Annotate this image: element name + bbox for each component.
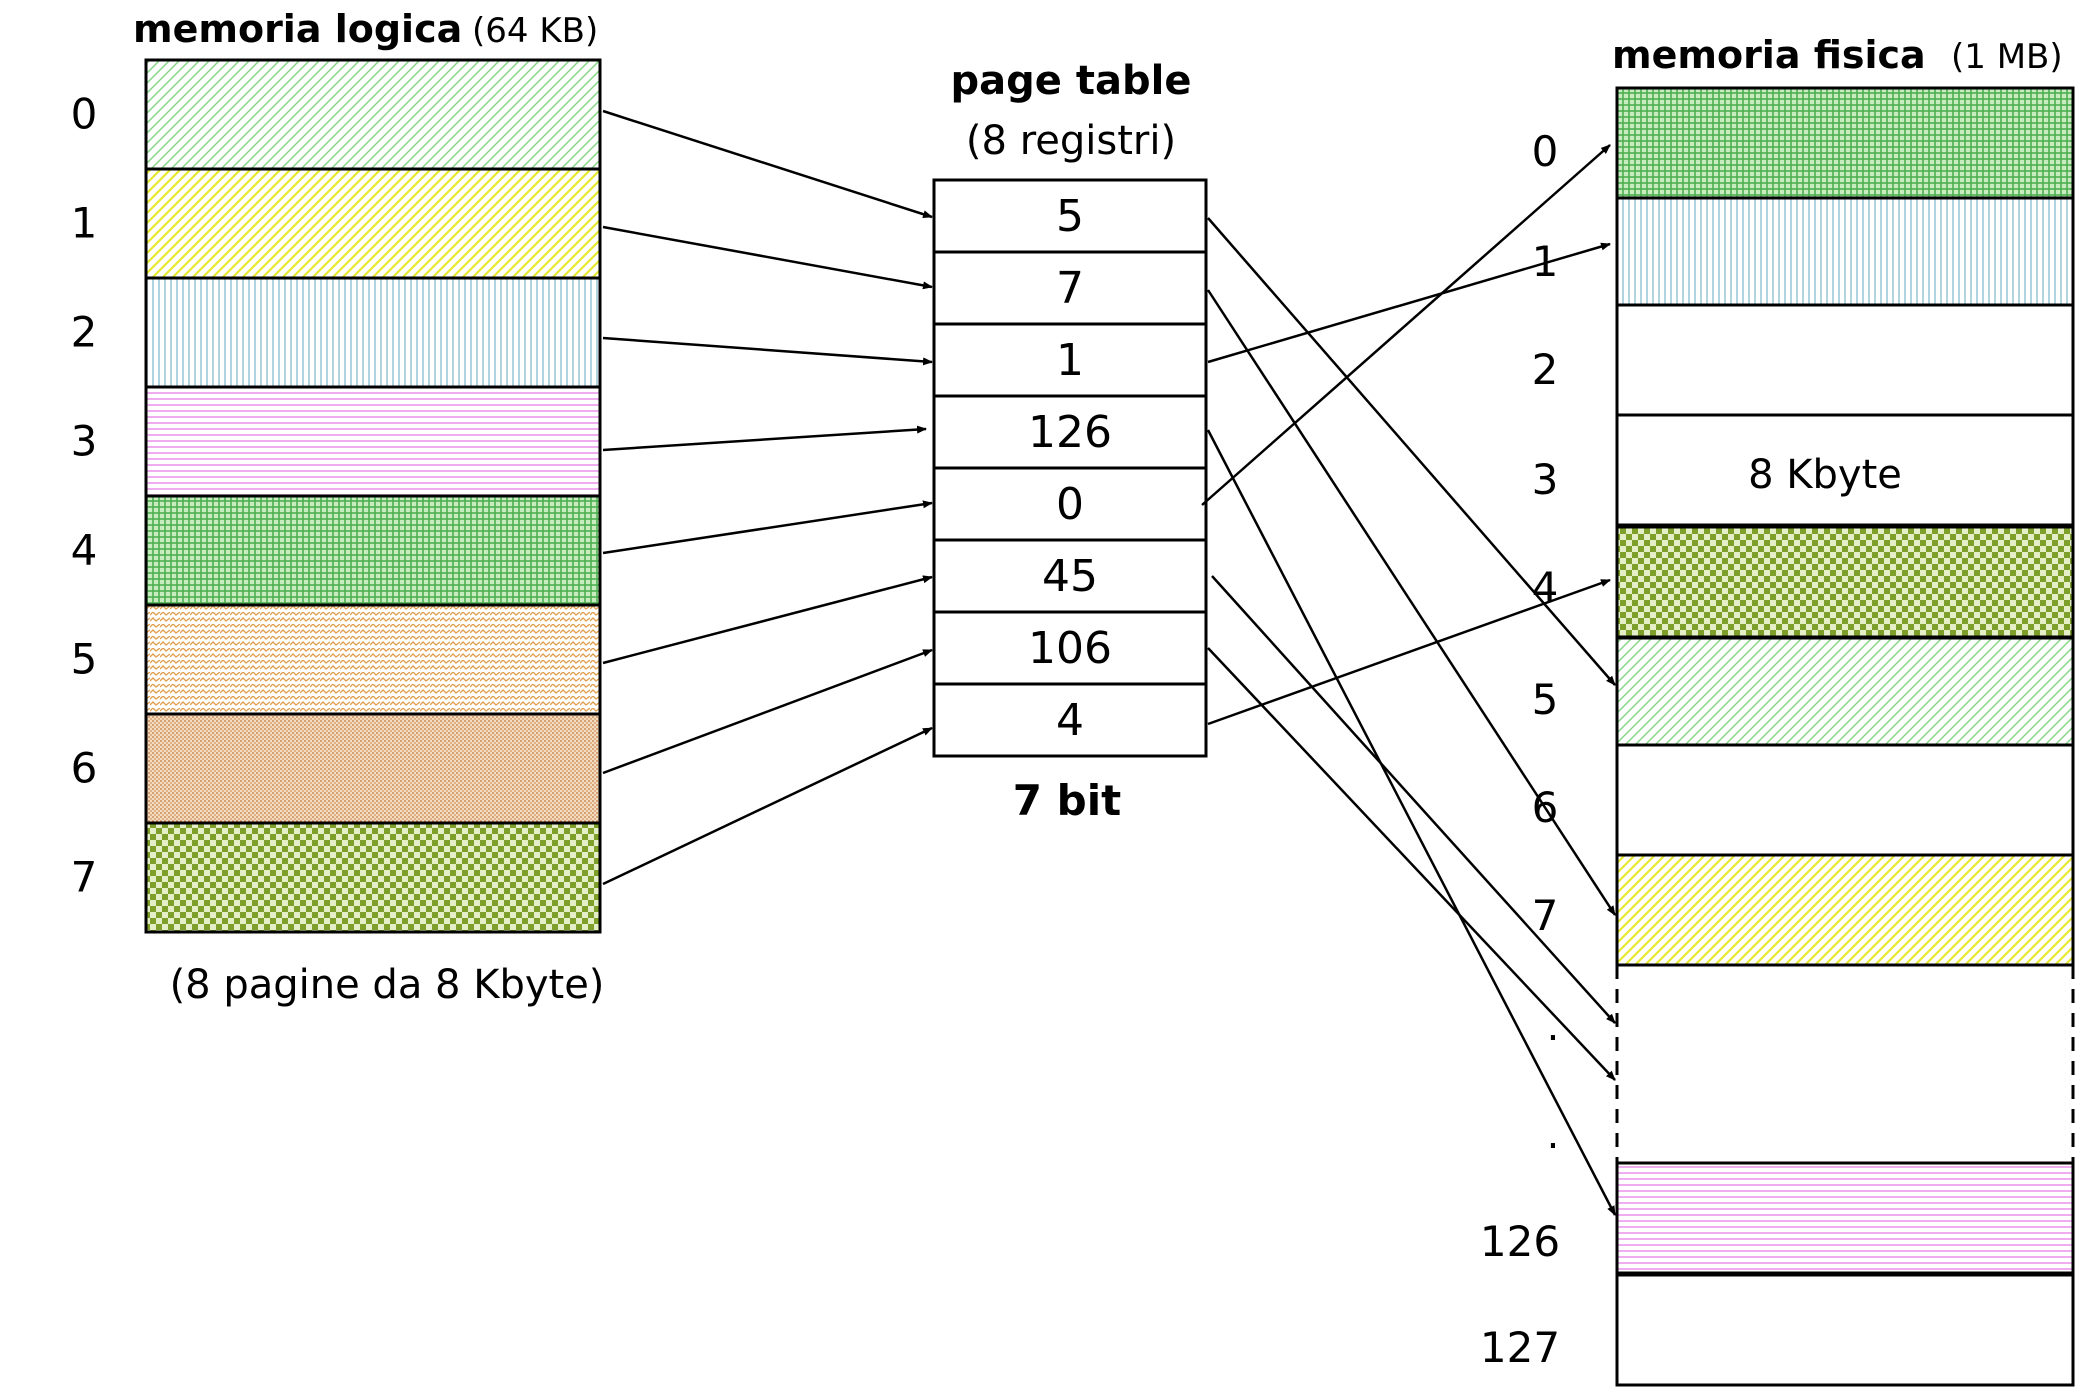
physical-frame-label: 3: [1532, 455, 1559, 504]
logical-memory: 0 1 2 3 4 5 6 7: [71, 58, 602, 934]
logical-page-label: 1: [71, 199, 98, 248]
page-table-entry-value: 106: [1028, 623, 1112, 674]
logical-to-entry-arrow-5: [602, 575, 933, 665]
page-table-title: page table: [951, 58, 1192, 104]
ellipsis-dot: .: [1547, 1004, 1560, 1050]
logical-to-entry-arrow-7: [602, 726, 933, 886]
logical-to-entry-arrow-6: [602, 648, 933, 775]
physical-frame-4: [1615, 525, 2075, 639]
logical-page-7: [144, 821, 602, 934]
physical-memory-title: memoria fisica: [1612, 33, 1926, 77]
page-table-entry-value: 1: [1056, 335, 1084, 386]
logical-page-0: [144, 58, 602, 171]
physical-frame-label: 0: [1532, 127, 1559, 176]
logical-page-4: [144, 494, 602, 607]
page-table-entry-value: 0: [1056, 479, 1084, 530]
entry-to-frame-arrow-7: [1207, 578, 1611, 726]
logical-memory-title: memoria logica: [133, 7, 462, 51]
page-table-entry-7: [932, 682, 1208, 758]
physical-frame-6: [1615, 743, 2075, 857]
page-table-entry-value: 45: [1042, 551, 1098, 602]
physical-frame-label: 127: [1480, 1323, 1560, 1372]
physical-memory: 01234567126127..8 Kbyte: [1480, 86, 2075, 1387]
logical-to-entry-arrow-2: [602, 336, 933, 366]
logical-to-entry-arrow-0: [602, 109, 933, 219]
physical-frame-label: 126: [1480, 1217, 1560, 1266]
page-table-entry-value: 5: [1056, 191, 1084, 242]
entry-to-frame-arrow-3: [1206, 429, 1617, 1216]
physical-frame-3: [1615, 413, 2075, 527]
logical-page-1: [144, 167, 602, 280]
physical-frame-7: [1615, 853, 2075, 967]
entry-to-frame-arrow-0: [1207, 217, 1616, 686]
page-table-entry-value: 126: [1028, 407, 1112, 458]
physical-frame-1: [1615, 196, 2075, 310]
mapping-arrows: [602, 109, 1617, 1216]
logical-page-6: [144, 712, 602, 825]
physical-frame-126: [1615, 1161, 2075, 1275]
page-table-footer: 7 bit: [1013, 776, 1121, 825]
logical-page-label: 4: [71, 526, 98, 575]
logical-page-2: [144, 276, 602, 389]
page-table-entry-5: [932, 538, 1208, 614]
page-table-subtitle: (8 registri): [966, 118, 1176, 164]
logical-memory-caption: (8 pagine da 8 Kbyte): [170, 962, 605, 1008]
physical-frame-2: [1615, 303, 2075, 417]
entry-to-frame-arrow-1: [1206, 289, 1617, 916]
logical-page-label: 5: [71, 635, 98, 684]
page-table-entry-0: [932, 178, 1208, 254]
physical-frame-label: 5: [1532, 675, 1559, 724]
logical-memory-size: (64 KB): [472, 11, 598, 51]
physical-frame-label: 2: [1532, 345, 1559, 394]
entry-to-frame-arrow-2: [1207, 242, 1611, 364]
page-table-entry-1: [932, 250, 1208, 326]
page-table: 5 7 1 126 0 45 106 4: [932, 178, 1208, 758]
frame-size-note: 8 Kbyte: [1748, 452, 1902, 498]
page-table-entry-3: [932, 394, 1208, 470]
logical-page-label: 7: [71, 853, 98, 902]
logical-page-5: [144, 603, 602, 716]
physical-frame-127: [1615, 1273, 2075, 1387]
physical-frame-0: [1615, 86, 2075, 200]
logical-page-3: [144, 385, 602, 498]
logical-page-label: 3: [71, 417, 98, 466]
entry-to-frame-arrow-6: [1207, 647, 1616, 1081]
physical-frame-label: 7: [1532, 891, 1559, 940]
page-table-entry-value: 4: [1056, 695, 1084, 746]
physical-frame-5: [1615, 636, 2075, 750]
entry-to-frame-arrow-4: [1201, 144, 1611, 506]
ellipsis-dot: .: [1547, 1112, 1560, 1158]
physical-memory-size: (1 MB): [1951, 37, 2063, 77]
logical-page-label: 2: [71, 308, 98, 357]
logical-to-entry-arrow-1: [602, 225, 933, 290]
page-table-entry-value: 7: [1056, 263, 1084, 314]
logical-page-label: 0: [71, 90, 98, 139]
entry-to-frame-arrow-5: [1211, 575, 1616, 1024]
logical-to-entry-arrow-4: [602, 500, 933, 555]
logical-to-entry-arrow-3: [602, 425, 927, 452]
logical-page-label: 6: [71, 744, 98, 793]
